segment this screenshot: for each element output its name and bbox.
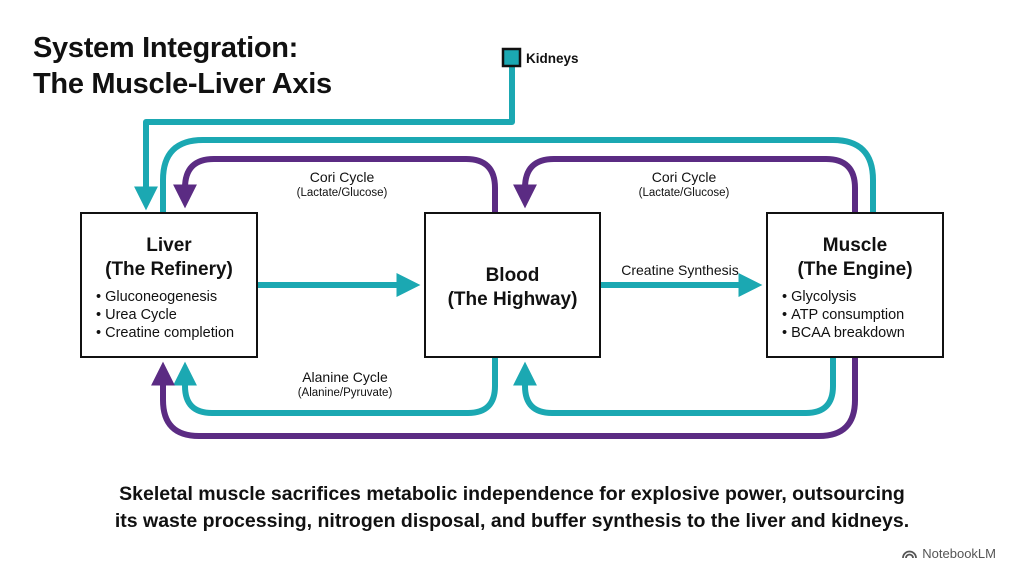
list-item: Glycolysis: [782, 288, 942, 306]
notebooklm-brand: NotebookLM: [902, 546, 996, 561]
title-line-2: The Muscle-Liver Axis: [33, 68, 332, 100]
kidneys-node: [501, 47, 522, 68]
kidneys-label: Kidneys: [526, 51, 579, 66]
creatine-synthesis-label: Creatine Synthesis: [621, 262, 739, 278]
liver-process-list: Gluconeogenesis Urea Cycle Creatine comp…: [96, 288, 256, 342]
cori-cycle-right-label: Cori Cycle (Lactate/Glucose): [638, 169, 730, 199]
list-item: Creatine completion: [96, 324, 256, 342]
list-item: Gluconeogenesis: [96, 288, 256, 306]
list-item: Urea Cycle: [96, 306, 256, 324]
muscle-title: Muscle (The Engine): [797, 235, 913, 280]
outer-purple-muscle-to-liver: [151, 358, 858, 439]
liver-title: Liver (The Refinery): [105, 235, 233, 280]
alanine-cycle-arrow: [173, 358, 498, 416]
title-line-1: System Integration:: [33, 32, 299, 64]
alanine-cycle-label: Alanine Cycle (Alanine/Pyruvate): [297, 369, 393, 399]
notebooklm-logo-icon: [902, 550, 918, 559]
conclusion-text: Skeletal muscle sacrifices metabolic ind…: [114, 483, 910, 532]
liver-node: Liver (The Refinery) Gluconeogenesis Ure…: [80, 212, 258, 358]
muscle-to-blood-arrow: [513, 358, 836, 416]
list-item: BCAA breakdown: [782, 324, 942, 342]
blood-node: Blood (The Highway): [424, 212, 601, 358]
muscle-node: Muscle (The Engine) Glycolysis ATP consu…: [766, 212, 944, 358]
outer-loop-muscle-to-liver: [160, 137, 876, 212]
cori-cycle-left-arrow: [173, 156, 498, 212]
brand-label: NotebookLM: [922, 546, 996, 561]
cori-cycle-right-arrow: [513, 156, 858, 212]
cori-cycle-left-label: Cori Cycle (Lactate/Glucose): [296, 169, 388, 199]
list-item: ATP consumption: [782, 306, 942, 324]
blood-title: Blood (The Highway): [447, 265, 578, 310]
page-title: System Integration: The Muscle-Liver Axi…: [33, 30, 332, 102]
muscle-process-list: Glycolysis ATP consumption BCAA breakdow…: [782, 288, 942, 342]
kidneys-to-liver-arrow: [134, 64, 515, 211]
